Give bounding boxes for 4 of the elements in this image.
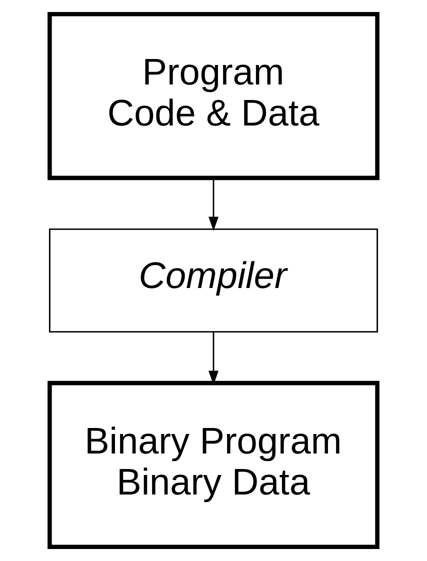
node-box: Binary Program Binary Data (48, 380, 380, 549)
node-box: Program Code & Data (48, 12, 380, 180)
node-box: Compiler (48, 228, 378, 332)
arrow (208, 178, 218, 231)
